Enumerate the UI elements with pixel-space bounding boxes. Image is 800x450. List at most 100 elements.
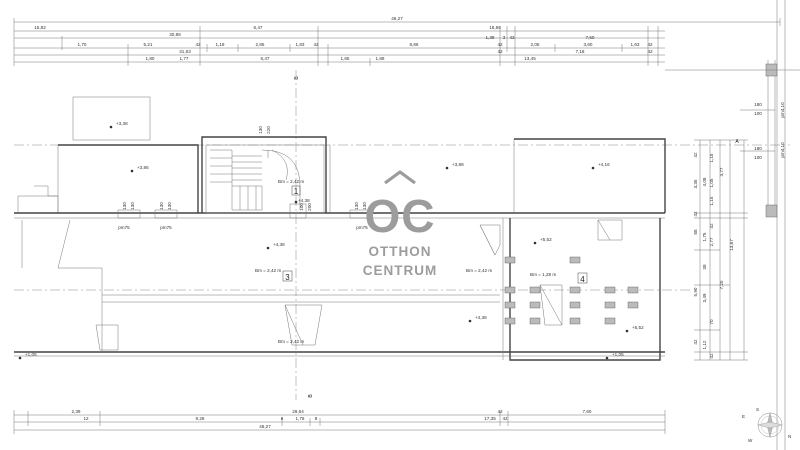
opening-tag: pm75	[356, 225, 368, 230]
dim-label: 3,35	[693, 179, 698, 188]
dim-label: 42	[709, 223, 714, 229]
dim-label: 6,47	[254, 25, 263, 30]
room-height: Bm = 2,42 m	[278, 339, 304, 344]
dim-label: 7,60	[586, 35, 595, 40]
opening-dim: 130	[258, 126, 263, 134]
dim-label: 42	[502, 416, 508, 421]
dim-label: 3,77	[719, 167, 724, 176]
level-label: +1,05	[25, 352, 37, 357]
opening-dim: 130	[130, 202, 135, 210]
opening-dim: 130	[362, 202, 367, 210]
dim-label: 8,86	[410, 42, 419, 47]
dim-label: 42	[647, 42, 653, 47]
dim-tag: pm4,10	[780, 102, 785, 118]
compass-letter: N	[788, 434, 791, 439]
dim-label: 8	[315, 416, 318, 421]
dim-label: 16,56	[489, 25, 501, 30]
dim-overall-top: 46,27	[391, 16, 403, 21]
opening-dim: 100	[299, 203, 304, 211]
dim-label: 1,15	[709, 153, 714, 162]
level-label: +5,52	[540, 237, 552, 242]
room-number: 4	[580, 275, 585, 284]
dim-label: 2,05	[531, 42, 540, 47]
logo-monogram: OC	[365, 190, 436, 242]
level-label: +4,38	[475, 315, 487, 320]
wall-openings: 130 130 pm75 130 130 pm75 130 130 pm75 1…	[117, 126, 373, 230]
dim-label: 1,70	[78, 42, 87, 47]
opening-tag: pm75	[118, 225, 130, 230]
dim-label: 7,60	[583, 409, 592, 414]
axis-marker: A	[735, 139, 739, 145]
dim-label: 1,19	[216, 42, 225, 47]
dim-label: 1,38	[486, 35, 495, 40]
room-height: Bm = 2,42 m	[278, 179, 304, 184]
level-label: +3,88	[452, 162, 464, 167]
dim-label: 38	[702, 264, 707, 270]
room-number: 1	[294, 187, 299, 196]
compass-rose-icon: E S N W	[742, 407, 791, 443]
dim-label: 180	[754, 146, 762, 151]
level-label: +1,05	[612, 352, 624, 357]
level-label: +3,38	[116, 121, 128, 126]
dim-label: 13,67	[729, 239, 734, 251]
dim-label: 6,47	[261, 56, 270, 61]
level-label: +5,52	[632, 325, 644, 330]
room-height: Bm = 2,42 m	[466, 268, 492, 273]
dim-label: 42	[313, 42, 319, 47]
opening-dim: 220	[266, 126, 271, 134]
opening-dim: 130	[159, 202, 164, 210]
column-grid	[504, 256, 639, 325]
top-dimension-chains: 46,27 15,82 6,47 16,56 30,86 1,38 3 42 7…	[13, 16, 781, 66]
level-label: +3,86	[137, 165, 149, 170]
level-label: +4,38	[298, 198, 310, 203]
dim-label: 42	[693, 339, 698, 345]
dim-label: 1,63	[631, 42, 640, 47]
staircase	[205, 144, 325, 214]
dim-label: 2,77	[709, 237, 714, 246]
dim-label: 42	[195, 42, 201, 47]
dim-label: 42	[693, 211, 698, 217]
dim-label: 1,15	[709, 196, 714, 205]
opening-dim: 130	[354, 202, 359, 210]
dim-label: 100	[754, 111, 762, 116]
dim-label: 12	[83, 416, 89, 421]
building-walls	[14, 96, 666, 361]
dim-label: 180	[754, 102, 762, 107]
dim-label: 88	[693, 229, 698, 235]
bottom-dimension-chains	[13, 410, 666, 434]
dim-label: 42	[647, 49, 653, 54]
level-label: +4,16	[598, 162, 610, 167]
dim-label: 3,49	[702, 293, 707, 302]
section-marker-bottom: B	[308, 394, 314, 398]
dim-label: 1,75	[702, 232, 707, 241]
dim-label: 29,64	[292, 409, 304, 414]
compass-letter: W	[748, 438, 753, 443]
dim-label: 5,90	[693, 287, 698, 296]
dim-label: 31,63	[179, 49, 191, 54]
dim-label: 8	[281, 416, 284, 421]
dim-label: 30,86	[169, 32, 181, 37]
opening-dim: 130	[167, 202, 172, 210]
dim-label: 13,45	[524, 56, 536, 61]
level-marks: +3,38 +3,86 +3,88 +4,16 +4,38 +4,38 +5,5…	[18, 121, 644, 360]
dim-label: 42	[709, 353, 714, 359]
opening-dim: 130	[122, 202, 127, 210]
dim-label: 3	[503, 35, 506, 40]
dim-label: 1,77	[180, 56, 189, 61]
dim-label: 42	[693, 152, 698, 158]
room-height: Bm = 1,28 m	[530, 272, 556, 277]
compass-letter: S	[756, 407, 759, 412]
dim-label: 1,12	[702, 340, 707, 349]
dim-label: 7,18	[576, 49, 585, 54]
dim-label: 42	[497, 42, 503, 47]
dim-label: 42	[497, 49, 503, 54]
dim-label: 1,76	[296, 416, 305, 421]
opening-dim: 200	[307, 203, 312, 211]
dim-label: 17,35	[484, 416, 496, 421]
section-marker-top: B	[294, 76, 300, 80]
level-label: +4,38	[273, 242, 285, 247]
dim-label: 70	[709, 319, 714, 325]
dim-label: 5,21	[144, 42, 153, 47]
logo-line2: CENTRUM	[363, 263, 438, 278]
